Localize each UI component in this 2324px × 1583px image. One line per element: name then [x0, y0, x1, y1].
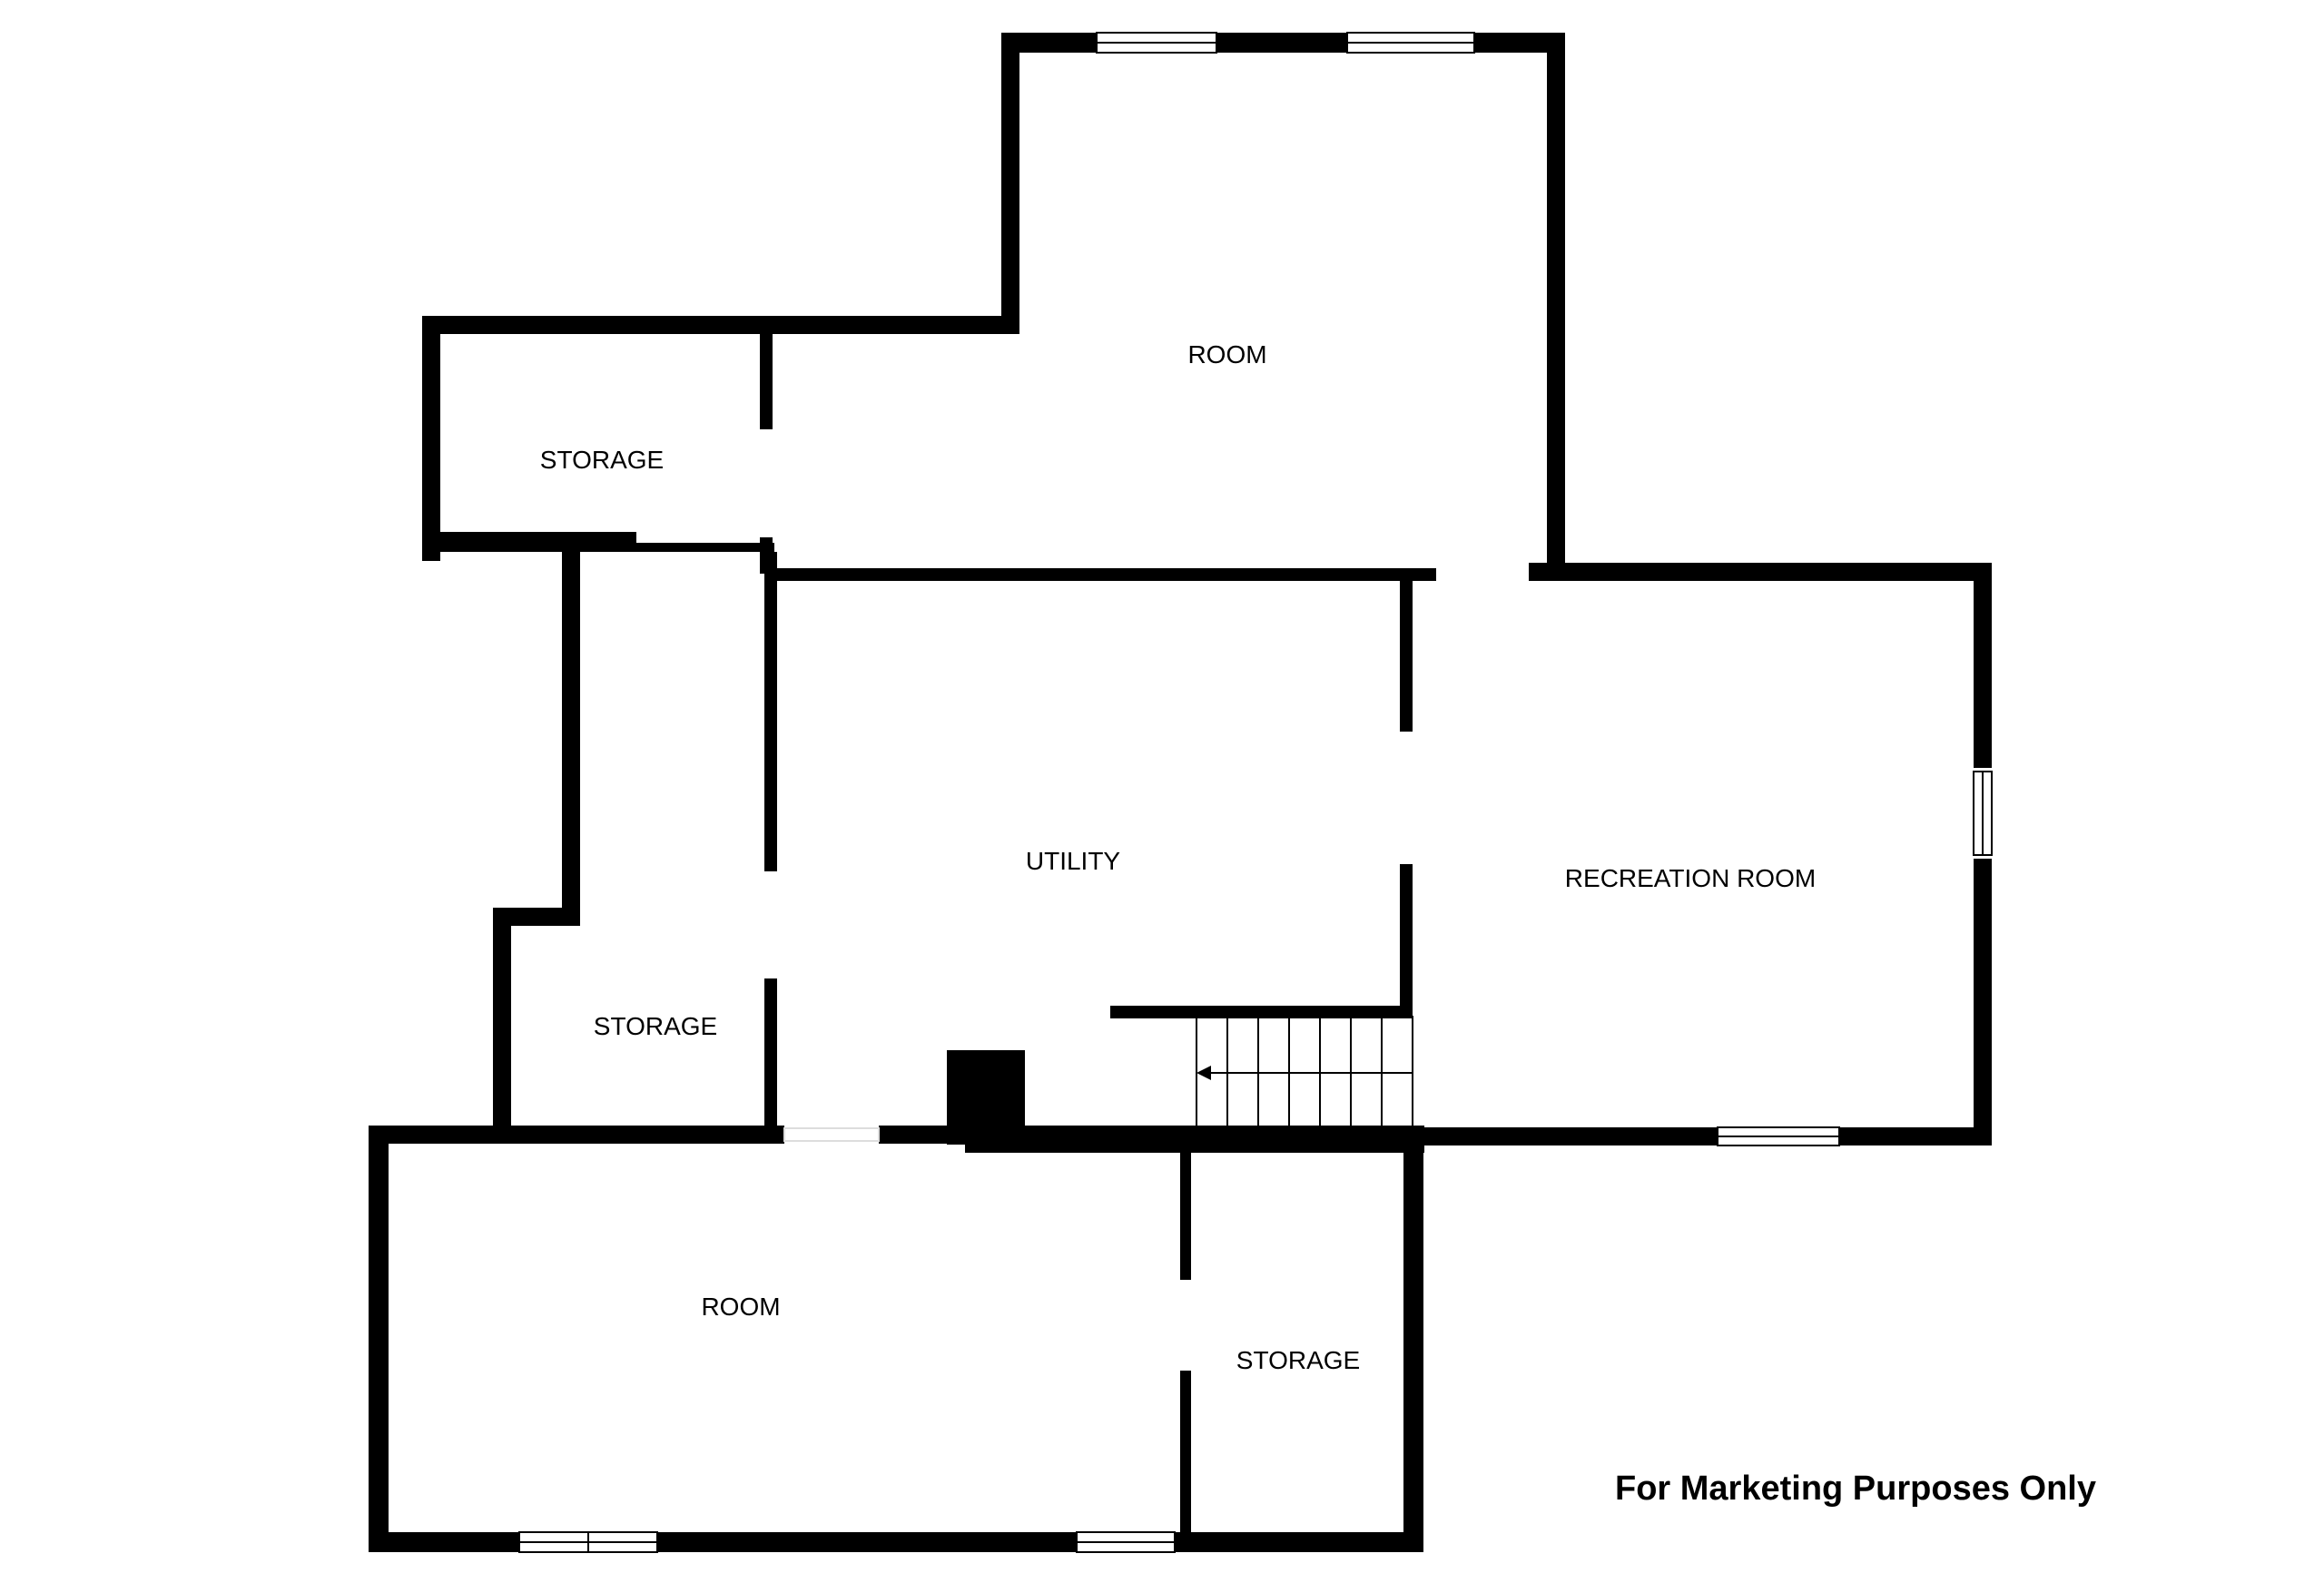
wall	[1110, 1006, 1413, 1018]
window	[1096, 32, 1217, 54]
room-label-storage-top-left: STORAGE	[540, 446, 664, 474]
wall	[1974, 859, 1992, 1145]
wall	[369, 1126, 389, 1552]
wall	[1001, 33, 1019, 334]
wall	[1180, 1371, 1191, 1543]
room-labels: ROOM STORAGE UTILITY RECREATION ROOM STO…	[540, 340, 1816, 1374]
wall	[493, 908, 511, 1144]
wall	[1547, 33, 1565, 570]
room-label-room-bottom: ROOM	[701, 1293, 780, 1321]
door-opening	[783, 1127, 880, 1142]
window	[518, 1531, 658, 1553]
wall	[1403, 1127, 1423, 1552]
wall	[1400, 1127, 1992, 1145]
wall	[1180, 1135, 1191, 1280]
arrow-left-icon	[1196, 1066, 1211, 1080]
room-label-storage-left: STORAGE	[594, 1012, 717, 1040]
door-openings	[783, 1127, 880, 1142]
wall	[1400, 581, 1413, 732]
wall	[369, 1126, 784, 1144]
wall	[965, 1126, 1424, 1153]
window	[1076, 1531, 1176, 1553]
wall	[1001, 33, 1565, 53]
stairs	[1196, 1016, 1413, 1128]
wall	[422, 316, 1019, 334]
marketing-note: For Marketing Purposes Only	[1615, 1470, 2096, 1508]
room-label-utility: UTILITY	[1026, 847, 1121, 875]
wall	[422, 543, 774, 552]
wall	[1400, 864, 1413, 1017]
wall	[1529, 563, 1992, 581]
room-label-storage-bottom: STORAGE	[1236, 1346, 1360, 1374]
window	[1717, 1126, 1840, 1146]
wall	[764, 568, 1436, 581]
wall	[764, 552, 777, 871]
wall	[562, 552, 580, 926]
wall	[422, 316, 440, 561]
window	[1973, 771, 1993, 856]
wall	[760, 316, 773, 429]
wall	[493, 908, 580, 926]
room-label-room-top: ROOM	[1187, 340, 1266, 369]
wall	[764, 978, 777, 1144]
window	[1346, 32, 1475, 54]
wall	[1974, 563, 1992, 768]
windows	[518, 32, 1993, 1553]
room-label-recreation-room: RECREATION ROOM	[1565, 864, 1816, 892]
